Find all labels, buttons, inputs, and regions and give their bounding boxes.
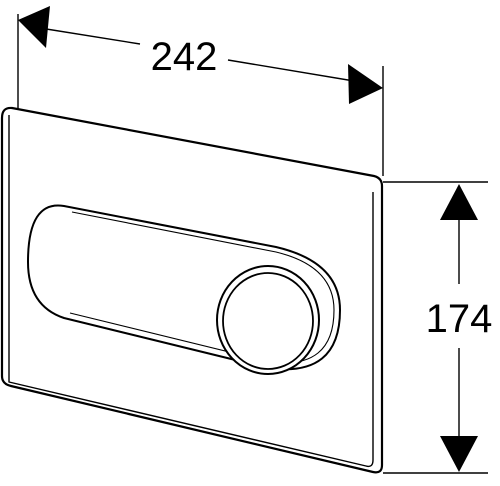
width-arrowhead-right: [348, 64, 383, 104]
height-dimension: [383, 181, 488, 474]
height-arrowhead-bottom: [440, 436, 478, 472]
height-arrowhead-top: [440, 184, 478, 220]
width-dimension-label: 242: [151, 35, 218, 79]
width-dimension: [17, 6, 384, 176]
flush-plate: [0, 106, 384, 474]
width-dimension-line-left: [39, 27, 141, 45]
width-arrowhead-left: [18, 6, 50, 48]
height-dimension-label: 174: [426, 297, 493, 341]
small-flush-button-inner: [222, 272, 314, 370]
width-dimension-line-right: [227, 59, 361, 83]
